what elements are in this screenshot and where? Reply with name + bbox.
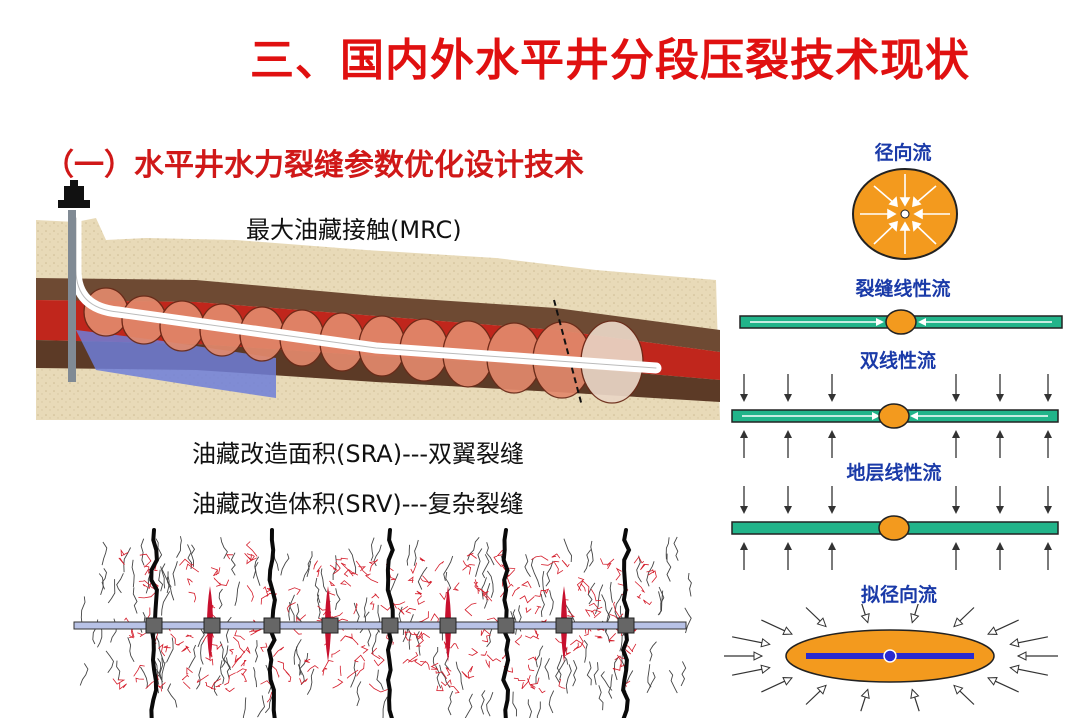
upper-shale-layer <box>36 278 720 352</box>
radial-inflow-arrows <box>724 604 1058 712</box>
packers <box>145 617 635 634</box>
srv-complex-fracture-diagram <box>73 528 692 718</box>
srv-label: 油藏改造体积(SRV)---复杂裂缝 <box>192 490 524 518</box>
fracture-linear-flow-diagram <box>739 309 1063 335</box>
casing <box>68 210 76 382</box>
formation-linear-flow-diagram <box>731 486 1059 570</box>
vertical-flow-arrows <box>740 374 1052 458</box>
bilinear-flow-label: 双线性流 <box>859 350 937 372</box>
red-fracture-clusters <box>112 541 657 703</box>
wellbore-node <box>883 649 897 663</box>
pseudo-radial-flow-label: 拟径向流 <box>860 584 938 606</box>
radial-flow-diagram <box>852 168 958 260</box>
fault-line <box>553 299 583 407</box>
srv-wellbore <box>73 621 687 630</box>
radial-flow-label: 径向流 <box>874 142 932 164</box>
main-title: 三、国内外水平井分段压裂技术现状 <box>250 35 970 86</box>
water-zone <box>76 330 276 398</box>
wellhead-icon <box>58 180 90 208</box>
wellbore-node <box>878 403 910 429</box>
wellbore-node <box>878 515 910 541</box>
formation-linear-flow-label: 地层线性流 <box>846 462 942 484</box>
vertical-flow-arrows <box>740 486 1052 570</box>
mrc-reservoir-diagram <box>36 180 720 420</box>
sra-label: 油藏改造面积(SRA)---双翼裂缝 <box>192 440 525 468</box>
fracture-linear-flow-label: 裂缝线性流 <box>855 278 951 300</box>
bilinear-flow-diagram <box>731 374 1059 458</box>
section-title: （一）水平井水力裂缝参数优化设计技术 <box>44 148 584 183</box>
mrc-label: 最大油藏接触(MRC) <box>246 216 462 244</box>
pseudo-radial-flow-diagram <box>724 604 1058 712</box>
